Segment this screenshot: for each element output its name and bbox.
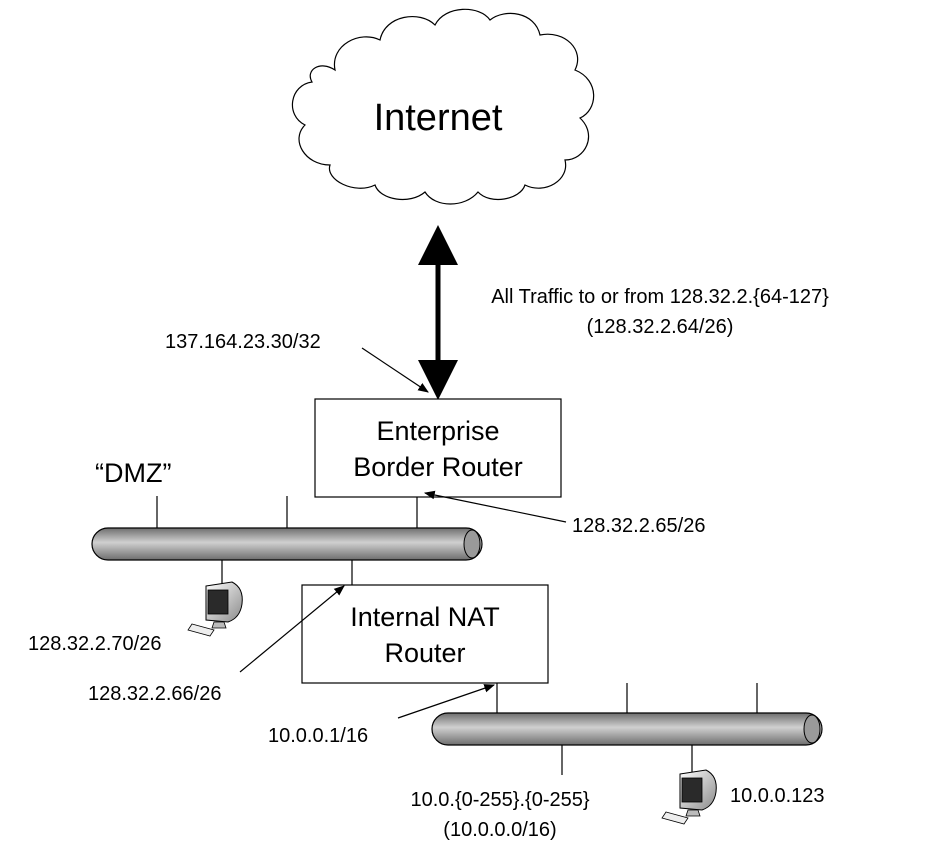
dmz-ip-pointer bbox=[423, 490, 567, 523]
dmz-bus bbox=[91, 527, 483, 561]
internal-nat-router: Internal NAT Router bbox=[301, 584, 549, 684]
dmz-host-computer bbox=[187, 581, 243, 637]
nat-router-label-line1: Internal NAT bbox=[350, 602, 500, 632]
enterprise-border-router: Enterprise Border Router bbox=[314, 398, 562, 498]
internal-bus bbox=[431, 712, 823, 746]
dmz-label: “DMZ” bbox=[95, 458, 171, 488]
nat-internal-ip-pointer bbox=[397, 684, 496, 719]
internal-host-computer bbox=[661, 769, 717, 825]
border-router-wan-ip: 137.164.23.30/32 bbox=[165, 331, 321, 353]
computer-icon bbox=[187, 581, 243, 637]
internet-cloud: Internet bbox=[291, 8, 595, 205]
border-router-box bbox=[314, 398, 562, 498]
nat-router-box bbox=[301, 584, 549, 684]
internal-range-line1: 10.0.{0-255}.{0-255} bbox=[410, 789, 589, 811]
cloud-label: Internet bbox=[374, 97, 503, 139]
traffic-label-line1: All Traffic to or from 128.32.2.{64-127} bbox=[491, 286, 829, 308]
nat-dmz-ip-pointer bbox=[239, 585, 345, 673]
internal-host-ip: 10.0.0.123 bbox=[730, 785, 825, 807]
internal-range-line2: (10.0.0.0/16) bbox=[443, 819, 556, 841]
border-router-label-line2: Border Router bbox=[353, 452, 523, 482]
nat-router-internal-ip: 10.0.0.1/16 bbox=[268, 725, 368, 747]
cloud-icon bbox=[291, 8, 595, 205]
nat-router-dmz-ip: 128.32.2.66/26 bbox=[88, 683, 221, 705]
traffic-label-line2: (128.32.2.64/26) bbox=[587, 316, 734, 338]
border-router-dmz-ip: 128.32.2.65/26 bbox=[572, 515, 705, 537]
border-router-label-line1: Enterprise bbox=[376, 416, 499, 446]
nat-router-label-line2: Router bbox=[384, 638, 465, 668]
computer-icon bbox=[661, 769, 717, 825]
wan-ip-pointer bbox=[361, 347, 429, 393]
dmz-host-ip: 128.32.2.70/26 bbox=[28, 633, 161, 655]
